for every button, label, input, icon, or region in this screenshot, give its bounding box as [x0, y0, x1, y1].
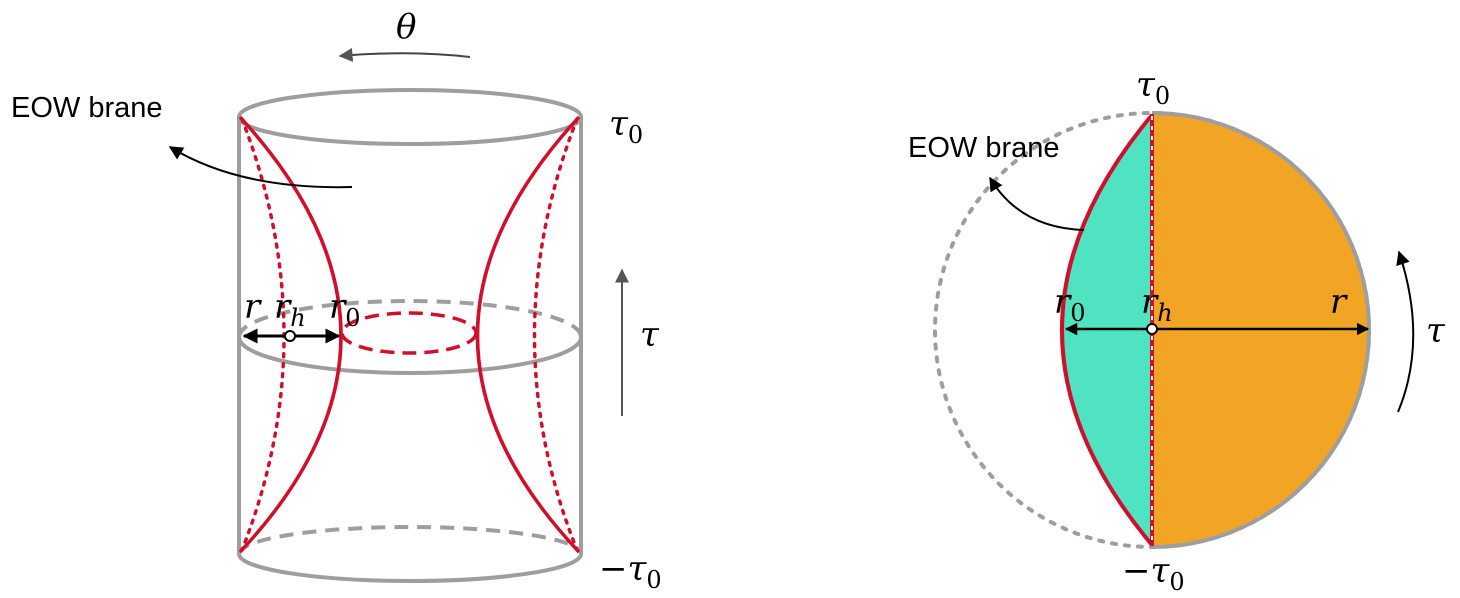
left-cylinder-figure: θ τ EOW brane τ0 −τ0 r rh r0	[11, 7, 662, 594]
theta-arrow	[338, 47, 471, 62]
brane-throat-ellipse	[340, 311, 478, 355]
brane-curve-right	[1060, 113, 1154, 547]
eow-brane-pointer-arrow-right	[989, 176, 1085, 231]
eow-brane-pointer-arrow	[168, 146, 353, 189]
rh-label-right: rh	[1141, 282, 1173, 327]
cylinder-bottom-back-arc	[237, 525, 583, 555]
horizon-point	[284, 330, 296, 342]
r-label-right: r	[1330, 282, 1348, 322]
theta-label: θ	[396, 7, 416, 47]
r0-label-right: r0	[1054, 282, 1086, 327]
tau-curved-arrow	[1396, 250, 1415, 413]
slice-front-arc	[237, 336, 583, 375]
tau-label: τ	[640, 315, 660, 355]
brane-right-front-curve	[475, 115, 581, 554]
eow-brane-label-right: EOW brane	[908, 132, 1060, 164]
tau0-top-label: τ0	[609, 104, 643, 149]
cylinder-bottom-front-arc	[237, 553, 583, 583]
slice-back-arc	[237, 299, 583, 338]
rh-label: rh	[274, 287, 306, 332]
brane-right-back-curve	[532, 117, 579, 552]
tau0-bottom-label-right: −τ0	[1122, 551, 1185, 596]
r0-label: r0	[329, 287, 361, 332]
tau-label-right: τ	[1426, 311, 1446, 351]
tau0-bottom-label: −τ0	[599, 549, 662, 594]
r-label: r	[244, 287, 262, 327]
right-disk-figure: r0 rh r τ0 −τ0 EOW brane τ	[908, 65, 1446, 596]
cylinder-top-ellipse	[237, 88, 583, 146]
eow-brane-label: EOW brane	[11, 92, 163, 124]
tau0-top-label-right: τ0	[1136, 65, 1170, 110]
horizon-point-right	[1146, 323, 1158, 335]
